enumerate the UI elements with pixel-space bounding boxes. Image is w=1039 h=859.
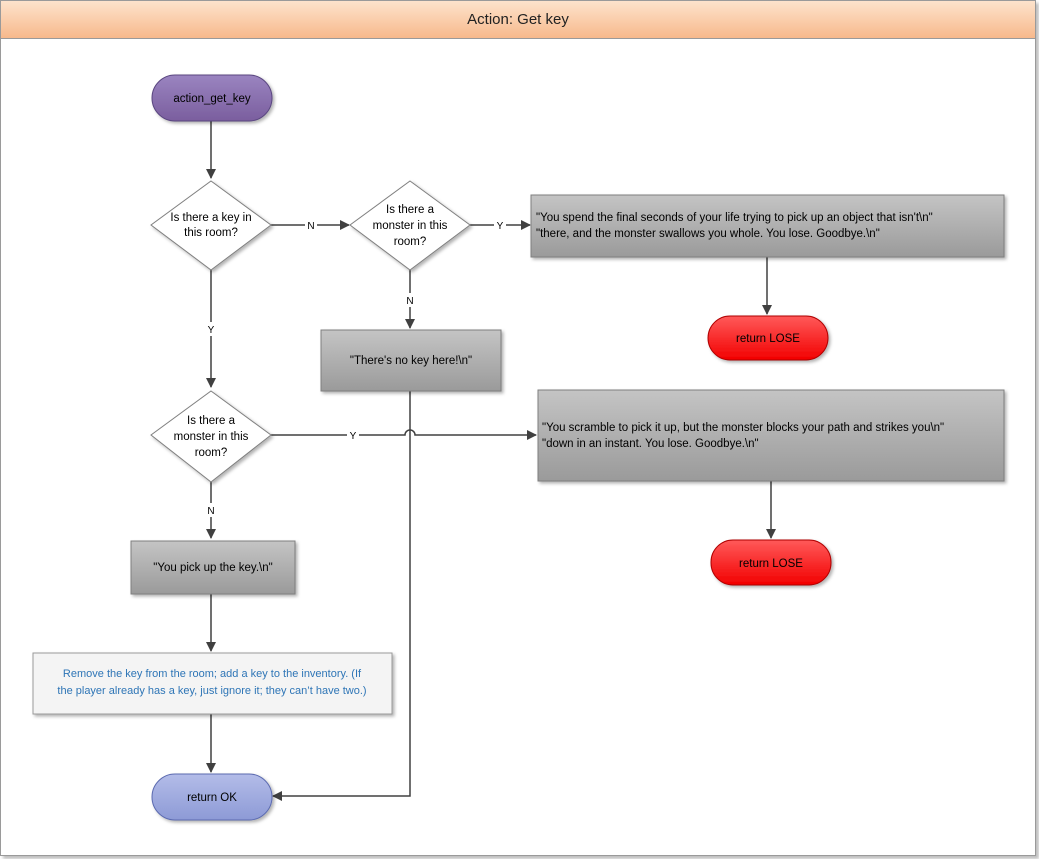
decision-monster-no-key: Is there a monster in this room? (349, 180, 471, 271)
decision-monster1-line2: monster in this (373, 220, 448, 232)
decision-monster2-line1: Is there a (187, 415, 236, 427)
decision-monster2-line3: room? (195, 447, 228, 459)
process-no-key: "There's no key here!\n" (320, 329, 502, 392)
edge-labels: N Y Y N Y N (205, 218, 506, 517)
decision-monster2-line2: monster in this (174, 431, 249, 443)
lose-no-key-line2: "there, and the monster swallows you who… (536, 228, 880, 240)
label-monster2-no: N (207, 506, 214, 517)
decision-key-in-room: Is there a key in this room? (150, 180, 272, 271)
label-key-yes: Y (208, 325, 215, 336)
label-monster2-yes: Y (350, 431, 357, 442)
process-pickup: "You pick up the key.\n" (130, 540, 296, 595)
diagram-title: Action: Get key (1, 1, 1035, 39)
lose-no-key-line1: "You spend the final seconds of your lif… (536, 212, 933, 224)
edge-monster2-yes (271, 429, 537, 440)
inventory-line1: Remove the key from the room; add a key … (63, 668, 362, 680)
process-update-inventory: Remove the key from the room; add a key … (32, 652, 393, 715)
lose-key-line1: "You scramble to pick it up, but the mon… (542, 422, 944, 434)
start-node: action_get_key (151, 74, 273, 122)
start-label: action_get_key (173, 93, 251, 105)
decision-key-line1: Is there a key in (170, 212, 251, 224)
edge-nokey-to-ok (272, 391, 411, 801)
return-ok-label: return OK (187, 792, 237, 804)
return-lose-1-label: return LOSE (736, 333, 800, 345)
decision-key-line2: this room? (184, 227, 238, 239)
decision-monster1-line1: Is there a (386, 204, 435, 216)
pickup-label: "You pick up the key.\n" (153, 562, 272, 574)
return-lose-1: return LOSE (707, 315, 829, 361)
label-monster1-yes: Y (497, 221, 504, 232)
return-ok: return OK (151, 773, 273, 821)
label-monster1-no: N (406, 296, 413, 307)
process-lose-no-key: "You spend the final seconds of your lif… (530, 194, 1005, 258)
decision-monster-with-key: Is there a monster in this room? (150, 390, 272, 483)
return-lose-2-label: return LOSE (739, 558, 803, 570)
decision-monster1-line3: room? (394, 236, 427, 248)
process-lose-with-key: "You scramble to pick it up, but the mon… (537, 389, 1005, 482)
no-key-label: "There's no key here!\n" (350, 355, 472, 367)
inventory-line2: the player already has a key, just ignor… (57, 685, 366, 697)
lose-key-line2: "down in an instant. You lose. Goodbye.\… (542, 438, 759, 450)
return-lose-2: return LOSE (710, 539, 832, 586)
label-key-no: N (307, 221, 314, 232)
